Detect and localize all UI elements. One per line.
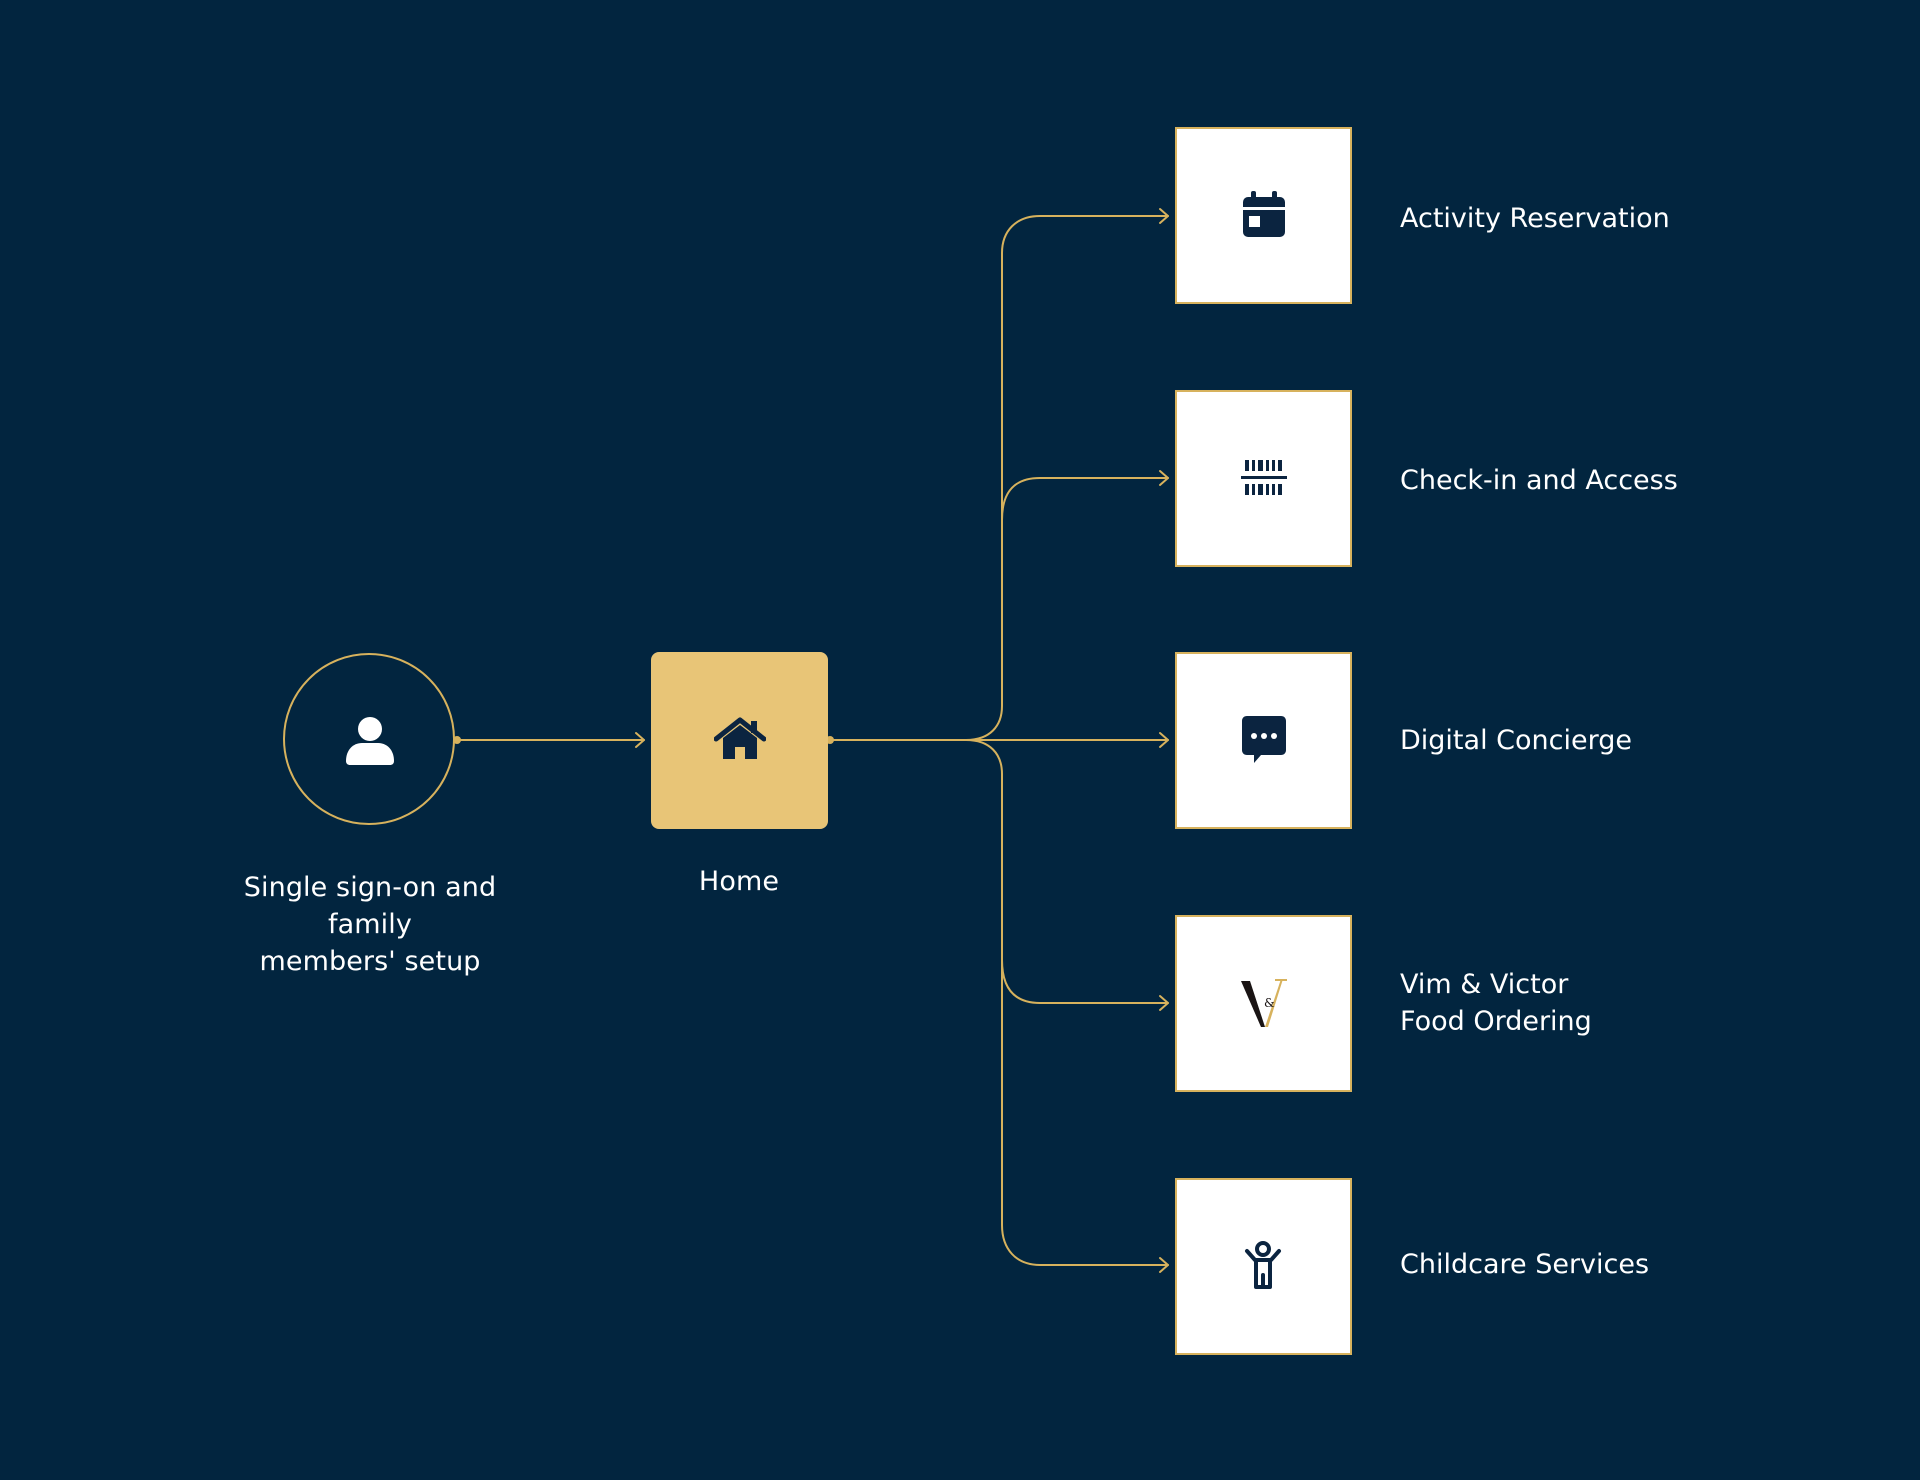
home-node-label: Home [698, 866, 780, 897]
food-ordering-label-line-1: Vim & Victor [1400, 969, 1569, 1000]
arrowhead-digital-concierge [1159, 732, 1169, 748]
connector-dot-home [826, 736, 834, 744]
chat-bubble-icon [1242, 716, 1286, 763]
home-icon [714, 717, 766, 759]
connector-to-food-ordering [1001, 959, 1169, 1004]
service-card-activity-reservation[interactable] [1175, 127, 1352, 304]
arrowhead-activity-reservation [1159, 208, 1169, 224]
arrowhead-childcare [1159, 1257, 1169, 1273]
user-node[interactable] [283, 653, 455, 825]
service-label-childcare: Childcare Services [1400, 1246, 1649, 1283]
connector-to-childcare [965, 739, 1169, 1266]
service-card-check-in-access[interactable] [1175, 390, 1352, 567]
arrowhead-food-ordering [1159, 995, 1169, 1011]
user-label-line-1: Single sign-on and family [243, 872, 497, 940]
user-node-label: Single sign-on and family members' setup [200, 869, 540, 980]
service-card-food-ordering[interactable]: & [1175, 915, 1352, 1092]
user-label-line-2: members' setup [259, 946, 481, 977]
digital-concierge-label: Digital Concierge [1400, 725, 1632, 756]
arrowhead-home [635, 732, 645, 748]
vim-victor-logo: & [1241, 979, 1287, 1027]
childcare-label: Childcare Services [1400, 1249, 1650, 1280]
user-icon [346, 717, 394, 765]
service-label-activity-reservation: Activity Reservation [1400, 200, 1670, 237]
activity-reservation-label: Activity Reservation [1400, 203, 1670, 234]
connector-to-check-in [1001, 477, 1169, 521]
check-in-access-label: Check-in and Access [1400, 465, 1678, 496]
arrowhead-check-in [1159, 470, 1169, 486]
service-card-childcare[interactable] [1175, 1178, 1352, 1355]
food-ordering-label-line-2: Food Ordering [1400, 1006, 1592, 1037]
service-card-digital-concierge[interactable] [1175, 652, 1352, 829]
service-label-digital-concierge: Digital Concierge [1400, 722, 1632, 759]
svg-text:&: & [1264, 996, 1275, 1010]
service-label-food-ordering: Vim & Victor Food Ordering [1400, 966, 1592, 1040]
child-icon [1245, 1241, 1281, 1289]
calendar-icon [1243, 191, 1285, 237]
connector-to-activity-reservation [829, 215, 1169, 741]
connector-dot-user [453, 736, 461, 744]
home-node[interactable] [651, 652, 828, 829]
barcode-scan-icon [1241, 460, 1287, 495]
service-label-check-in-access: Check-in and Access [1400, 462, 1678, 499]
